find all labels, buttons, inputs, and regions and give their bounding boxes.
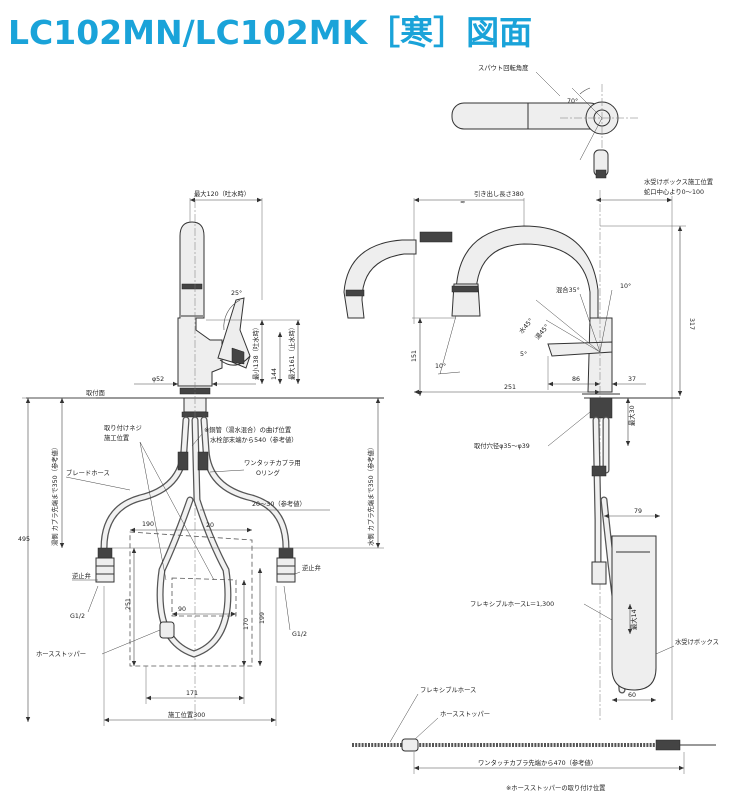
- svg-text:≈: ≈: [460, 199, 465, 206]
- dim-170: 170: [243, 618, 250, 630]
- bottom-hose: フレキシブルホース ホースストッパー ワンタッチカプラ先端から470（参考値） …: [352, 685, 716, 792]
- install-position-300: 施工位置300: [168, 710, 205, 719]
- dim-199: 199: [259, 612, 266, 624]
- faucet-front-body: [177, 221, 223, 387]
- dim-max120: 最大120（吐水時）: [194, 189, 250, 198]
- lever-angle: 25°: [231, 289, 242, 297]
- dim-60: 60: [628, 692, 636, 699]
- dim-144: 144: [271, 368, 278, 380]
- dim-171: 171: [186, 690, 198, 697]
- side-view: 引き出し長さ380 ≈ 水受けボックス施工位置 蛇口中心より0～100 10° …: [343, 177, 719, 720]
- dim-151: 151: [411, 350, 418, 362]
- hose-stopper-label: ホースストッパー: [36, 650, 86, 658]
- mix-35: 混合35°: [556, 285, 580, 294]
- cold-side-label: 水側 カプラ先端まで350（参考値）: [366, 444, 375, 546]
- dim-max14: 最大14: [629, 609, 638, 630]
- spout-side: [455, 225, 599, 319]
- pull-length: 引き出し長さ380: [474, 189, 524, 198]
- braid-hose-label: ブレードホース: [66, 468, 110, 477]
- dim-20: 20: [206, 522, 214, 529]
- bottom-note: ※ホースストッパーの取り付け位置: [506, 783, 605, 792]
- dim-max161: 最大161（止水時）: [287, 324, 296, 380]
- spout-rotation-label: スパウト回転角度: [478, 63, 529, 72]
- dim-251-side: 251: [504, 384, 516, 391]
- coupler-distance: ワンタッチカプラ先端から470（参考値）: [478, 758, 597, 767]
- angle-10-top: 10°: [620, 282, 631, 290]
- dim-317: 317: [688, 318, 695, 330]
- front-view: 最大120（吐水時） 25° 最小138（吐水時） 144 最大161（止水時）…: [18, 189, 384, 726]
- coupler-oring-2: Oリング: [256, 468, 281, 477]
- dim-251-front: 251: [125, 598, 132, 610]
- pulled-spray-head: [343, 239, 417, 319]
- lever-handle: [217, 297, 251, 369]
- dim-495: 495: [18, 536, 30, 543]
- hose-stopper-part: [159, 621, 175, 639]
- angle-10-bottom: 10°: [435, 362, 446, 370]
- hot-side-label: 湯側 カプラ先端まで350（参考値）: [50, 444, 59, 546]
- side-lever: [547, 341, 613, 357]
- mount-hole: 取付穴径φ35～φ39: [474, 441, 530, 450]
- dim-37: 37: [628, 376, 636, 383]
- screw-pos-2: 施工位置: [104, 433, 129, 442]
- water-box-outline-front: [129, 531, 253, 667]
- check-valve-left: [95, 547, 115, 583]
- dim-phi52: φ52: [152, 376, 164, 383]
- box-position-2: 蛇口中心より0～100: [644, 187, 704, 196]
- coupler-oring-1: ワンタッチカプラ用: [244, 458, 301, 467]
- water-45: 水45°: [517, 316, 535, 335]
- hot-45: 湯45°: [533, 322, 551, 341]
- angle-5: 5°: [520, 350, 527, 358]
- g12-left: G1/2: [70, 613, 85, 620]
- check-valve-right-label: 逆止弁: [302, 563, 321, 572]
- dim-79: 79: [634, 508, 642, 515]
- water-box-side: [611, 535, 657, 691]
- pulled-hose-end: [419, 231, 453, 243]
- ref-20-30: 20～30（参考値）: [252, 499, 306, 508]
- top-view: スパウト回転角度 70°: [451, 63, 640, 179]
- bend-position-2: 水栓部末端から540（参考値）: [210, 435, 298, 444]
- dim-max30: 最大30: [627, 405, 636, 426]
- g12-right: G1/2: [292, 631, 307, 638]
- dim-86: 86: [572, 376, 580, 383]
- dim-90: 90: [178, 606, 186, 613]
- spout-top-shape: [451, 102, 603, 130]
- bottom-stopper-label: ホースストッパー: [440, 710, 490, 718]
- box-position-1: 水受けボックス施工位置: [644, 177, 713, 186]
- bottom-flex-label: フレキシブルホース: [420, 685, 476, 694]
- water-box-label: 水受けボックス: [675, 637, 719, 646]
- dim-min138: 最小138（吐水時）: [251, 324, 260, 380]
- flexible-hose-length: フレキシブルホースL＝1,300: [470, 599, 554, 608]
- mount-surface-label: 取付面: [86, 388, 105, 397]
- rotation-angle: 70°: [567, 97, 578, 105]
- check-valve-left-label: 逆止弁: [72, 571, 91, 580]
- page-title: LC102MN/LC102MK［寒］図面: [8, 13, 533, 52]
- spray-head-band: [181, 283, 203, 290]
- screw-pos-1: 取り付けネジ: [104, 423, 142, 432]
- check-valve-right: [276, 547, 296, 583]
- dim-190: 190: [142, 521, 154, 528]
- bend-position-1: ※銅管（湯水混合）の曲げ位置: [204, 425, 291, 434]
